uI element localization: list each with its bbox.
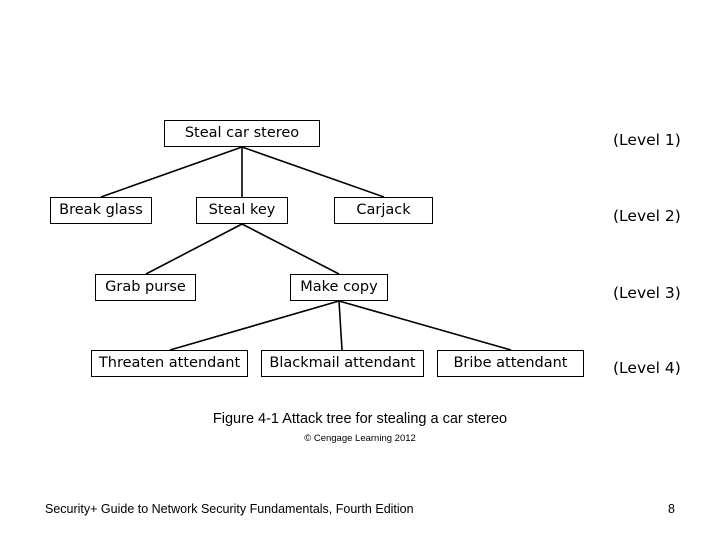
- tree-node-break-glass: Break glass: [50, 197, 152, 224]
- level-label-4: (Level 4): [613, 359, 681, 377]
- level-label-2: (Level 2): [613, 207, 681, 225]
- tree-edge: [241, 146, 385, 198]
- tree-edge: [145, 223, 243, 275]
- tree-edge: [338, 300, 512, 351]
- tree-node-steal-key: Steal key: [196, 197, 288, 224]
- tree-node-label: Steal key: [208, 202, 276, 219]
- figure-credit: © Cengage Learning 2012: [304, 433, 416, 444]
- level-label-1: (Level 1): [613, 131, 681, 149]
- tree-node-label: Steal car stereo: [184, 125, 300, 142]
- tree-node-label: Break glass: [59, 202, 143, 219]
- tree-node-label: Blackmail attendant: [269, 355, 416, 372]
- tree-node-threaten-attendant: Threaten attendant: [91, 350, 248, 377]
- tree-node-label: Bribe attendant: [453, 355, 568, 372]
- tree-edge: [169, 300, 340, 351]
- attack-tree-edges: [100, 146, 512, 351]
- tree-node-steal-car-stereo: Steal car stereo: [164, 120, 320, 147]
- tree-node-label: Carjack: [356, 202, 411, 219]
- tree-node-grab-purse: Grab purse: [95, 274, 196, 301]
- level-label-3: (Level 3): [613, 284, 681, 302]
- tree-edge: [338, 300, 343, 351]
- tree-node-bribe-attendant: Bribe attendant: [437, 350, 584, 377]
- figure-caption: Figure 4-1 Attack tree for stealing a ca…: [212, 411, 508, 427]
- tree-node-label: Make copy: [300, 279, 378, 296]
- tree-node-label: Grab purse: [105, 279, 186, 296]
- footer-slide-number: 8: [668, 502, 675, 516]
- tree-node-blackmail-attendant: Blackmail attendant: [261, 350, 424, 377]
- tree-edge: [241, 223, 340, 275]
- tree-node-label: Threaten attendant: [98, 355, 241, 372]
- tree-edge: [100, 146, 243, 198]
- tree-node-carjack: Carjack: [334, 197, 433, 224]
- footer-book-title: Security+ Guide to Network Security Fund…: [45, 502, 414, 516]
- tree-node-make-copy: Make copy: [290, 274, 388, 301]
